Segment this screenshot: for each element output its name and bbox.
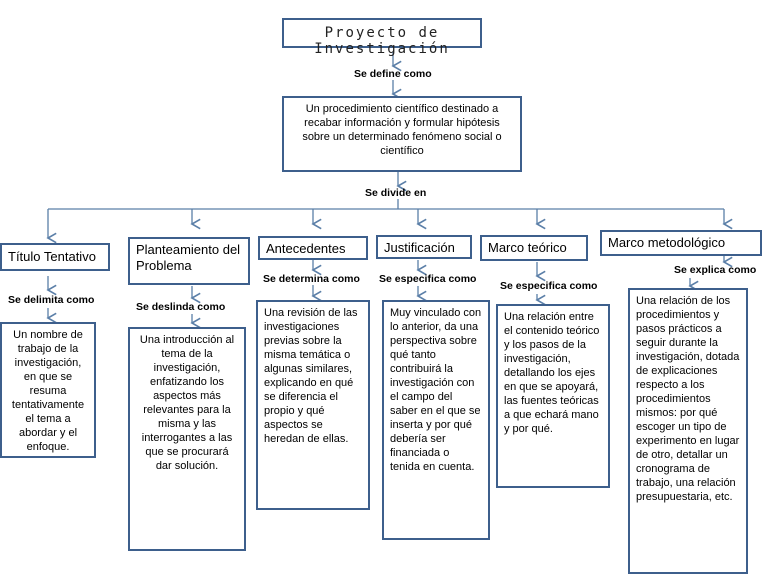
branch-2-text: Una introducción al tema de la investiga…	[128, 327, 246, 551]
branch-4-connector: Se especifica como	[379, 273, 477, 285]
branch-6-title: Marco metodológico	[600, 230, 762, 256]
branch-5-title: Marco teórico	[480, 235, 588, 261]
branch-5-connector: Se especifica como	[500, 280, 598, 292]
branch-3-text: Una revisión de las investigaciones prev…	[256, 300, 370, 510]
title-line-1: Proyecto de	[324, 25, 440, 41]
branch-2-connector: Se deslinda como	[136, 301, 226, 313]
branch-3-connector: Se determina como	[263, 273, 360, 285]
divide-label: Se divide en	[365, 187, 427, 199]
branch-5-text: Una relación entre el contenido teórico …	[496, 304, 610, 488]
branch-6-connector: Se explica como	[674, 264, 757, 276]
branch-1-text: Un nombre de trabajo de la investigación…	[0, 322, 96, 458]
branch-3-title: Antecedentes	[258, 236, 368, 260]
branch-4-text: Muy vinculado con lo anterior, da una pe…	[382, 300, 490, 540]
branch-2-title: Planteamiento del Problema	[128, 237, 250, 285]
define-label: Se define como	[354, 68, 432, 80]
title-line-2: Investigación	[314, 41, 450, 57]
title-box: Proyecto de Investigación	[282, 18, 482, 57]
definition-box: Un procedimiento científico destinado a …	[282, 96, 522, 172]
branch-1-title: Título Tentativo	[0, 243, 110, 271]
branch-4-title: Justificación	[376, 235, 472, 259]
branch-1-connector: Se delimita como	[8, 294, 95, 306]
branch-6-text: Una relación de los procedimientos y pas…	[628, 288, 748, 574]
